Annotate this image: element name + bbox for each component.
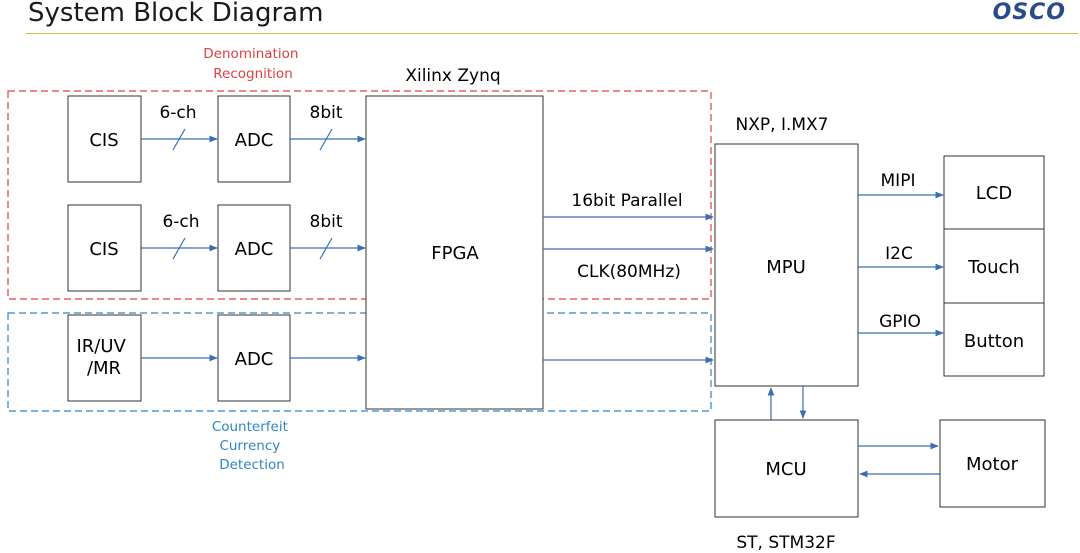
bus-slash (319, 237, 333, 260)
mcu-block (714, 419, 859, 518)
clock-label: CLK(80MHz) (577, 262, 681, 282)
mcu-vendor-label: ST, STM32F (736, 533, 835, 553)
mpu-vendor-label: NXP, I.MX7 (736, 115, 829, 135)
channel-label-1: 6-ch (159, 103, 196, 123)
touch-block-label: Touch (967, 257, 1020, 278)
mipi-label: MIPI (881, 171, 916, 191)
cis-block-2-label: CIS (89, 239, 118, 260)
adc-block-1 (217, 95, 291, 183)
cis-block-2 (67, 204, 142, 292)
mpu-block-label: MPU (766, 257, 806, 278)
mpu-block (714, 143, 859, 387)
adc-block-1-label: ADC (235, 130, 274, 151)
motor-block-label: Motor (966, 454, 1019, 475)
button-block-label: Button (964, 331, 1024, 352)
gpio-label: GPIO (879, 312, 921, 332)
i2c-label: I2C (885, 244, 913, 264)
adc-block-3 (217, 314, 291, 402)
bus-slash (172, 128, 186, 151)
button-block (943, 302, 1045, 377)
parallel-bus-label: 16bit Parallel (571, 191, 682, 211)
fpga-block-label: FPGA (431, 243, 479, 264)
lcd-block (943, 155, 1045, 230)
adc-block-2-label: ADC (235, 239, 274, 260)
denomination-group-border (7, 90, 712, 300)
page-title: System Block Diagram (28, 0, 324, 28)
bit-label-2: 8bit (310, 212, 343, 232)
lcd-block-label: LCD (976, 183, 1012, 204)
iruv-block-label: IR/UV /MR (76, 336, 131, 379)
title-divider (26, 33, 1078, 34)
bit-label-1: 8bit (310, 103, 343, 123)
bus-slash (319, 128, 333, 151)
adc-block-3-label: ADC (235, 349, 274, 370)
osco-logo: OSCO (992, 0, 1066, 25)
fpga-block (365, 95, 544, 410)
motor-block (939, 419, 1046, 508)
channel-label-2: 6-ch (162, 212, 199, 232)
fpga-vendor-label: Xilinx Zynq (405, 66, 500, 86)
adc-block-2 (217, 204, 291, 292)
counterfeit-group-label: Counterfeit Currency Detection (212, 419, 292, 473)
cis-block-1-label: CIS (89, 130, 118, 151)
mcu-block-label: MCU (765, 459, 806, 480)
bus-slash (172, 237, 186, 260)
denomination-group-label: Denomination Recognition (203, 46, 302, 82)
